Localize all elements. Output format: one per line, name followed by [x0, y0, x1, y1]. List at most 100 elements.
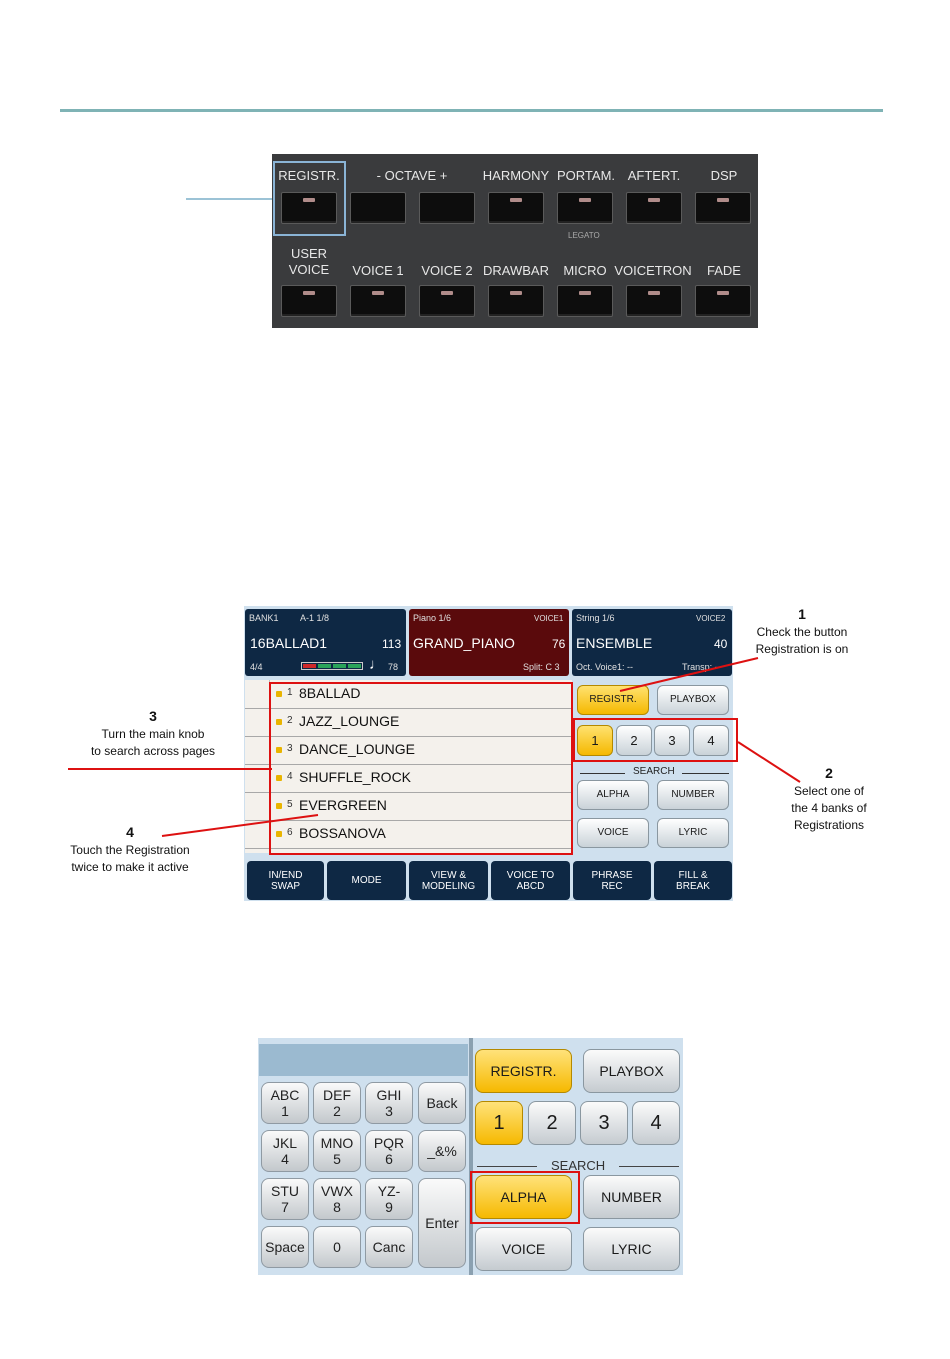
- voice-to-abcd-button[interactable]: VOICE TO ABCD: [491, 861, 570, 900]
- octave-label: - OCTAVE +: [376, 168, 448, 183]
- micro-button[interactable]: [557, 285, 613, 317]
- key-canc[interactable]: Canc: [365, 1226, 413, 1268]
- registration-name: JAZZ_LOUNGE: [299, 713, 400, 729]
- annotation-number: 2: [825, 765, 833, 781]
- bullet-icon: [276, 775, 282, 781]
- bank-2-button[interactable]: 2: [528, 1101, 576, 1145]
- style-header[interactable]: BANK1 A-1 1/8 16BALLAD1 113 4/4 ♩ 78: [245, 609, 406, 676]
- view-modeling-button[interactable]: VIEW & MODELING: [409, 861, 488, 900]
- search-label: SEARCH: [551, 1158, 606, 1173]
- octave-plus-button[interactable]: [419, 192, 475, 224]
- dsp-label: DSP: [710, 168, 738, 183]
- led-indicator: [648, 291, 660, 295]
- key-back[interactable]: Back: [418, 1082, 466, 1124]
- bank-2-button[interactable]: 2: [616, 725, 652, 756]
- registration-name: BOSSANOVA: [299, 825, 386, 841]
- annotation-text: Turn the main knob to search across page…: [90, 727, 216, 758]
- annotation-text: Check the button Registration is on: [755, 625, 849, 656]
- key-vwx-8[interactable]: VWX 8: [313, 1178, 361, 1220]
- key-def-2[interactable]: DEF 2: [313, 1082, 361, 1124]
- hardware-button-panel: REGISTR. - OCTAVE + HARMONY PORTAM. LEGA…: [272, 154, 758, 328]
- key-pqr-6[interactable]: PQR 6: [365, 1130, 413, 1172]
- key-yz-9[interactable]: YZ- 9: [365, 1178, 413, 1220]
- bank-4-button[interactable]: 4: [632, 1101, 680, 1145]
- lyric-button[interactable]: LYRIC: [657, 818, 729, 848]
- registration-number: 4: [287, 771, 293, 782]
- registration-name: SHUFFLE_ROCK: [299, 769, 412, 785]
- voice1-header[interactable]: Piano 1/6 VOICE1 GRAND_PIANO 76 Split: C…: [409, 609, 569, 676]
- voice2-button[interactable]: [419, 285, 475, 317]
- alpha-button[interactable]: ALPHA: [577, 780, 649, 810]
- fade-button[interactable]: [695, 285, 751, 317]
- key-0[interactable]: 0: [313, 1226, 361, 1268]
- registration-name: EVERGREEN: [299, 797, 387, 813]
- voice-button[interactable]: VOICE: [475, 1227, 572, 1271]
- registration-number: 2: [287, 715, 293, 726]
- octave-voice1: Oct. Voice1: --: [576, 662, 634, 672]
- style-name: 16BALLAD1: [250, 635, 328, 651]
- bullet-icon: [276, 719, 282, 725]
- key-symbols[interactable]: _&%: [418, 1130, 466, 1172]
- registration-screen: BANK1 A-1 1/8 16BALLAD1 113 4/4 ♩ 78 Pia…: [244, 606, 738, 901]
- panel-divider: [469, 1038, 473, 1275]
- voice2-header[interactable]: String 1/6 VOICE2 ENSEMBLE 40 Oct. Voice…: [572, 609, 732, 676]
- annotation-number: 4: [126, 824, 134, 840]
- drawbar-button[interactable]: [488, 285, 544, 317]
- aftert-button[interactable]: [626, 192, 682, 224]
- key-mno-5[interactable]: MNO 5: [313, 1130, 361, 1172]
- harmony-button[interactable]: [488, 192, 544, 224]
- portam-button[interactable]: [557, 192, 613, 224]
- search-text-field[interactable]: [259, 1044, 468, 1076]
- in-end-swap-button[interactable]: IN/END SWAP: [247, 861, 324, 900]
- harmony-label: HARMONY: [482, 168, 550, 183]
- voice1-label: VOICE 1: [352, 263, 404, 278]
- fade-label: FADE: [707, 263, 741, 278]
- number-button[interactable]: NUMBER: [583, 1175, 680, 1219]
- key-abc-1[interactable]: ABC 1: [261, 1082, 309, 1124]
- dsp-button[interactable]: [695, 192, 751, 224]
- voice1-button[interactable]: [350, 285, 406, 317]
- registr-label: REGISTR.: [278, 168, 340, 183]
- led-indicator: [510, 291, 522, 295]
- phrase-rec-button[interactable]: PHRASE REC: [573, 861, 651, 900]
- key-stu-7[interactable]: STU 7: [261, 1178, 309, 1220]
- lyric-button[interactable]: LYRIC: [583, 1227, 680, 1271]
- transpose: Transp: --: [682, 662, 721, 672]
- led-indicator: [579, 291, 591, 295]
- key-enter[interactable]: Enter: [418, 1178, 466, 1268]
- voicetron-label: VOICETRON: [614, 263, 692, 278]
- bank-4-button[interactable]: 4: [693, 725, 729, 756]
- playbox-button[interactable]: PLAYBOX: [583, 1049, 680, 1093]
- number-button[interactable]: NUMBER: [657, 780, 729, 810]
- bank-3-button[interactable]: 3: [654, 725, 690, 756]
- mode-button[interactable]: MODE: [327, 861, 406, 900]
- divider: [682, 773, 729, 774]
- user-voice-button[interactable]: [281, 285, 337, 317]
- key-jkl-4[interactable]: JKL 4: [261, 1130, 309, 1172]
- playbox-button[interactable]: PLAYBOX: [657, 685, 729, 715]
- registr-button[interactable]: REGISTR.: [577, 685, 649, 715]
- registr-button[interactable]: REGISTR.: [475, 1049, 572, 1093]
- led-indicator: [441, 291, 453, 295]
- annotation-4: 4 Touch the Registration twice to make i…: [56, 824, 204, 876]
- registr-hw-button[interactable]: [281, 192, 337, 224]
- bank-1-button[interactable]: 1: [577, 725, 613, 756]
- bullet-icon: [276, 747, 282, 753]
- key-ghi-3[interactable]: GHI 3: [365, 1082, 413, 1124]
- octave-minus-button[interactable]: [350, 192, 406, 224]
- style-tempo: 113: [382, 637, 402, 651]
- bullet-icon: [276, 803, 282, 809]
- bank-1-button[interactable]: 1: [475, 1101, 523, 1145]
- fill-break-button[interactable]: FILL & BREAK: [654, 861, 732, 900]
- divider: [477, 1166, 537, 1167]
- alpha-button[interactable]: ALPHA: [475, 1175, 572, 1219]
- voice-button[interactable]: VOICE: [577, 818, 649, 848]
- led-indicator: [372, 291, 384, 295]
- alpha-highlight-box: [470, 1171, 580, 1224]
- bank-3-button[interactable]: 3: [580, 1101, 628, 1145]
- voice2-name: ENSEMBLE: [576, 635, 653, 651]
- key-space[interactable]: Space: [261, 1226, 309, 1268]
- annotation-text: Touch the Registration twice to make it …: [70, 843, 190, 874]
- voicetron-button[interactable]: [626, 285, 682, 317]
